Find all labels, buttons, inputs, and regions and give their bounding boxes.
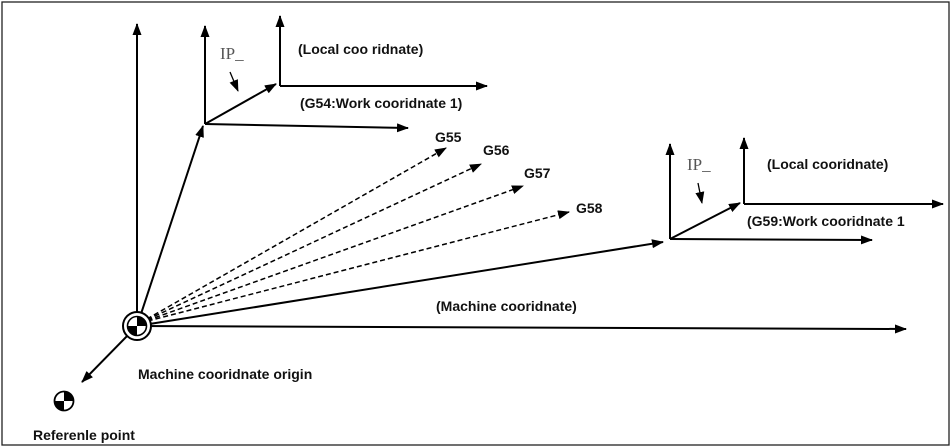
vector-g56 [139,163,482,324]
vector-g58 [139,210,570,324]
g59-x-axis [669,235,873,245]
g54-ip-arrow [229,71,239,92]
g59-work-coordinate-system [665,143,873,245]
vector-to-reference-point [81,330,133,383]
g58-label: G58 [576,200,603,216]
vector-to-g54 [136,125,204,327]
local-coordinate-system-1 [275,15,488,91]
g56-label: G56 [483,142,510,158]
vector-g57 [139,185,524,324]
g59-label: (G59:Work cooridnate 1 [747,213,905,229]
ip-label-2: IP_ [687,155,711,174]
machine-origin-symbol [122,311,152,341]
vector-g55 [139,147,447,324]
machine-x-axis [136,324,907,334]
ip-label-1: IP_ [220,44,244,63]
local-coordinate-system-2 [739,137,944,209]
machine-coordinate-label: (Machine cooridnate) [436,298,577,314]
reference-point-label: Referenle point [33,427,135,443]
g59-to-local-vector [669,202,741,240]
local-coordinate-label-2: (Local cooridnate) [767,156,888,172]
g54-to-local-vector [204,83,277,125]
reference-point-symbol [53,390,75,412]
g57-label: G57 [524,165,551,181]
vector-to-g59 [136,239,664,327]
g54-x-axis [204,123,409,133]
local-coordinate-label-1: (Local coo ridnate) [298,41,423,57]
g55-label: G55 [435,129,462,145]
g59-ip-arrow [695,182,705,204]
g54-work-coordinate-system [200,25,409,133]
g54-label: (G54:Work cooridnate 1) [300,95,462,111]
dashed-work-offsets [139,147,570,324]
machine-origin-label: Machine cooridnate origin [138,366,312,382]
